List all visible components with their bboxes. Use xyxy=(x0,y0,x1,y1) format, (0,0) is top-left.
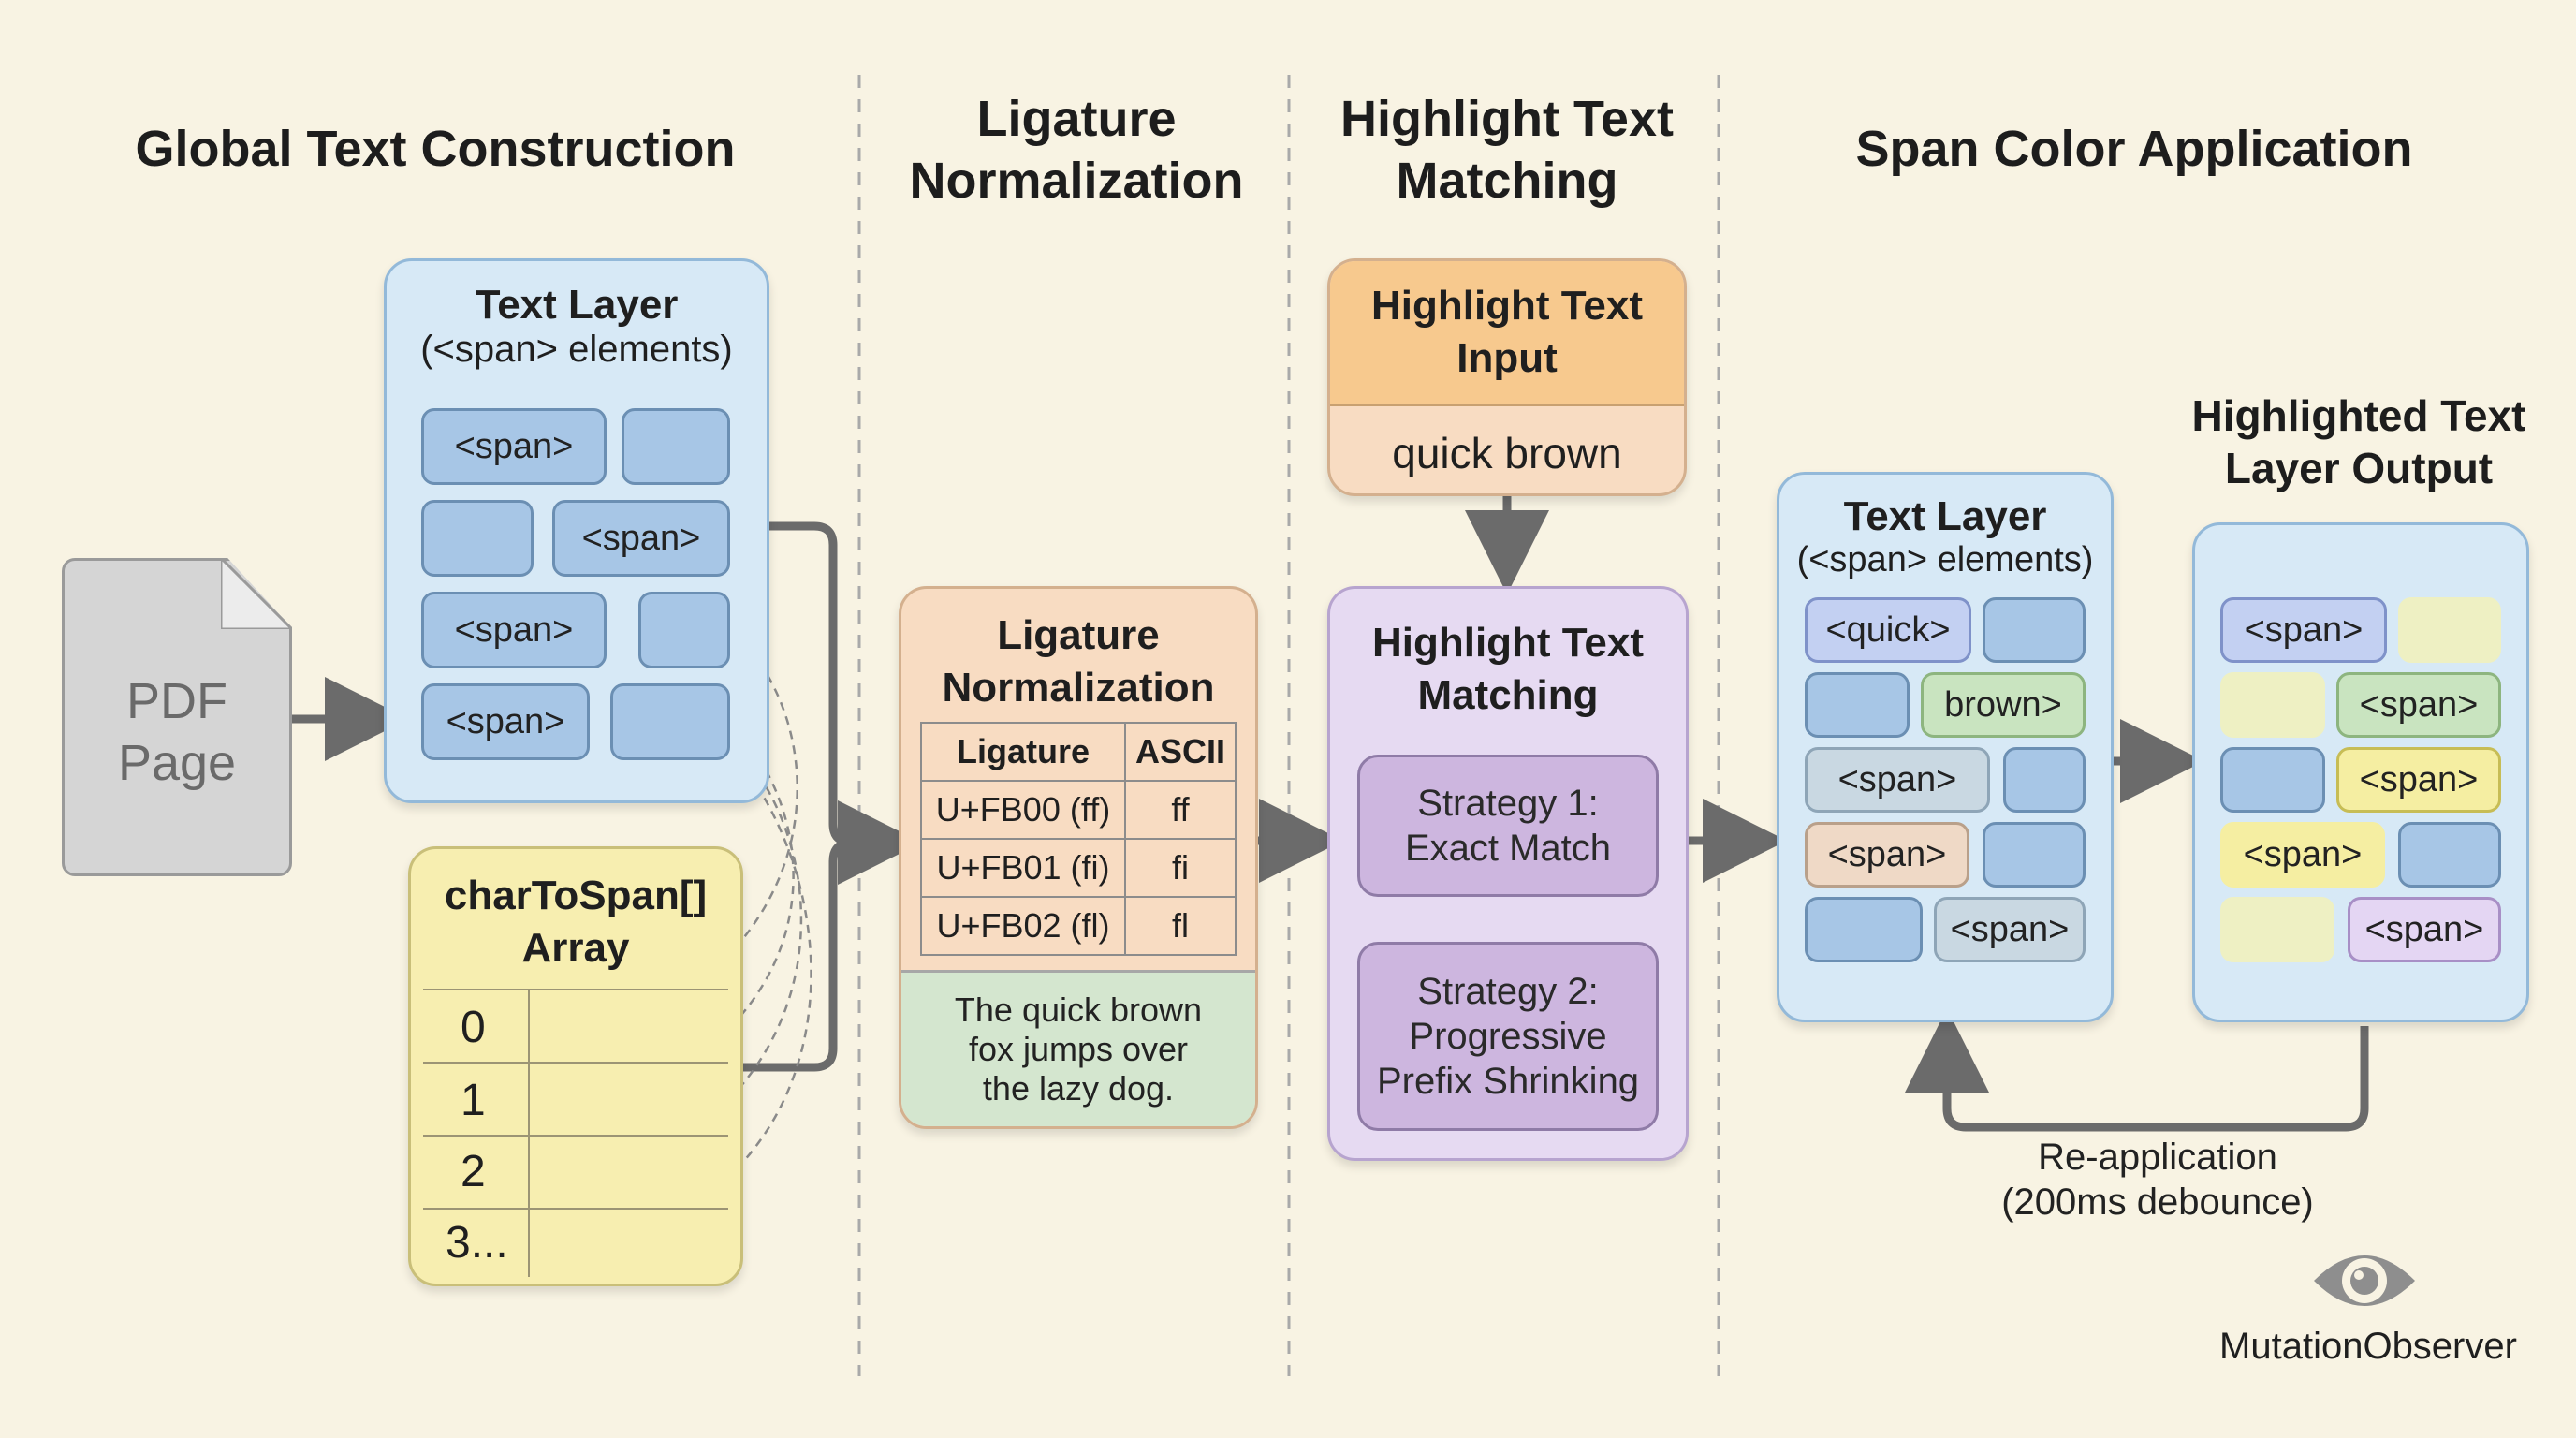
mutation-observer-label: MutationObserver xyxy=(2219,1326,2517,1367)
page-fold-icon xyxy=(221,558,292,629)
output-highlight-empty xyxy=(2220,672,2325,738)
span-brown: brown> xyxy=(1921,672,2086,738)
heading-highlight-matching: Highlight Text Matching xyxy=(1340,91,1674,209)
text-span: <span> xyxy=(421,592,607,668)
highlight-input-title: Highlight Text Input xyxy=(1370,283,1644,381)
text-span-empty xyxy=(1805,897,1923,962)
char-to-span-title: charToSpan[] Array xyxy=(444,873,708,971)
ligature-cell: U+FB01 (fi) xyxy=(919,838,1126,898)
text-span: <span> xyxy=(421,683,590,760)
text-span: <span> xyxy=(1805,747,1990,813)
strategy-exact-match: Strategy 1: Exact Match xyxy=(1357,755,1659,897)
heading-ligature-normalization: Ligature Normalization xyxy=(909,91,1244,209)
pdf-page-label: PDF Page xyxy=(117,673,237,791)
output-span-blue: <span> xyxy=(2220,597,2387,663)
char-to-span-array: charToSpan[] Array xyxy=(408,846,743,1286)
normalized-sample-text: The quick brown fox jumps over the lazy … xyxy=(954,990,1203,1108)
span-quick: <quick> xyxy=(1805,597,1971,663)
ligature-panel-title: Ligature Normalization xyxy=(942,612,1215,711)
heading-span-color-application: Span Color Application xyxy=(1855,121,2413,177)
ligature-header: Ligature xyxy=(919,722,1126,782)
text-span-empty xyxy=(1805,672,1910,738)
text-span: <span> xyxy=(552,500,730,577)
ligature-normalization-panel: Ligature Normalization Ligature ASCII U+… xyxy=(899,586,1258,1129)
text-span-empty xyxy=(2220,747,2325,813)
text-span: <span> xyxy=(1805,822,1969,888)
ascii-cell: ff xyxy=(1123,780,1237,840)
output-span-green: <span> xyxy=(2336,672,2501,738)
output-span-purple: <span> xyxy=(2348,897,2501,962)
reapplication-label: Re-application (200ms debounce) xyxy=(2001,1137,2314,1223)
text-span-empty xyxy=(1983,597,2086,663)
array-index: 0 xyxy=(461,1003,486,1052)
text-layer-subtitle: (<span> elements) xyxy=(420,329,733,370)
text-span-empty xyxy=(1983,822,2086,888)
ligature-table: Ligature ASCII U+FB00 (ff) ff U+FB01 (fi… xyxy=(919,722,1237,956)
ligature-cell: U+FB02 (fl) xyxy=(919,896,1126,956)
text-layer-2-title: Text Layer xyxy=(1843,493,2047,539)
highlight-input-value: quick brown xyxy=(1392,428,1622,477)
array-index: 1 xyxy=(461,1076,486,1125)
text-span-empty xyxy=(2003,747,2086,813)
output-span-yellow: <span> xyxy=(2336,747,2501,813)
text-span-empty xyxy=(610,683,730,760)
ascii-header: ASCII xyxy=(1123,722,1237,782)
ascii-cell: fl xyxy=(1123,896,1237,956)
ascii-cell: fi xyxy=(1123,838,1237,898)
highlight-input-header: Highlight Text Input xyxy=(1330,261,1684,406)
text-span-empty xyxy=(622,408,730,485)
eye-icon xyxy=(2314,1255,2415,1306)
text-span-empty xyxy=(638,592,730,668)
text-span: <span> xyxy=(1934,897,2086,962)
char-to-span-table: 0 1 2 3... xyxy=(423,989,728,1277)
array-index: 2 xyxy=(461,1147,486,1196)
output-highlight-empty xyxy=(2398,597,2501,663)
heading-global-text-construction: Global Text Construction xyxy=(135,121,736,177)
output-highlight-empty xyxy=(2220,897,2334,962)
strategy-prefix-shrinking: Strategy 2: Progressive Prefix Shrinking xyxy=(1357,942,1659,1131)
normalized-text-preview: The quick brown fox jumps over the lazy … xyxy=(901,970,1255,1126)
text-span: <span> xyxy=(421,408,607,485)
highlight-input-panel: Highlight Text Input quick brown xyxy=(1327,258,1687,496)
text-layer-2-subtitle: (<span> elements) xyxy=(1796,540,2094,580)
text-span-empty xyxy=(2398,822,2501,888)
array-index: 3... xyxy=(446,1218,508,1268)
matching-panel-title: Highlight Text Matching xyxy=(1371,620,1645,718)
output-span-yellow: <span> xyxy=(2220,822,2385,888)
ligature-cell: U+FB00 (ff) xyxy=(919,780,1126,840)
text-span-empty xyxy=(421,500,534,577)
output-title: Highlighted Text Layer Output xyxy=(2191,391,2526,492)
text-layer-title: Text Layer xyxy=(475,282,679,328)
